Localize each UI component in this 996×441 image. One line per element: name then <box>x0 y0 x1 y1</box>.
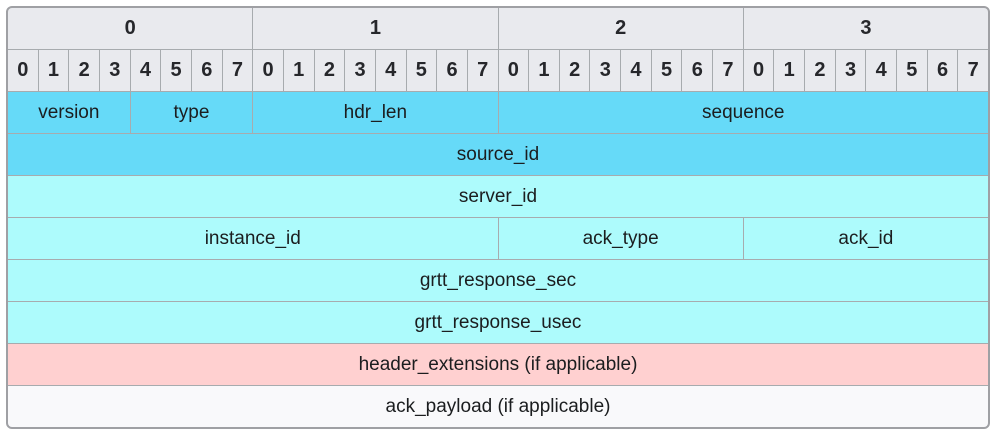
bit-header-byte3-bit2: 2 <box>805 50 835 91</box>
bit-header-byte1-bit4: 4 <box>375 50 406 91</box>
bit-header-byte2-bit5: 5 <box>651 50 682 91</box>
bit-header-byte2-bit2: 2 <box>559 50 590 91</box>
bit-header-byte2-bit6: 6 <box>682 50 713 91</box>
bit-header-byte2-bit7: 7 <box>713 50 743 91</box>
bit-header-byte1-bit3: 3 <box>345 50 375 91</box>
bit-header-byte1-bit5: 5 <box>406 50 437 91</box>
bit-header-byte1-bit6: 6 <box>437 50 467 91</box>
bit-header-byte2-bit1: 1 <box>529 50 559 91</box>
bit-header-byte3-bit7: 7 <box>958 50 988 91</box>
byte-header-1: 1 <box>253 8 498 49</box>
field-header-extensions: header_extensions (if applicable) <box>8 344 988 385</box>
field-instance-id: instance_id <box>8 218 498 259</box>
bit-header-byte0-bit0: 0 <box>8 50 38 91</box>
bit-header-byte0-bit4: 4 <box>130 50 161 91</box>
field-grtt-response-usec: grtt_response_usec <box>8 302 988 343</box>
byte-header-0: 0 <box>8 8 253 49</box>
bit-header-byte1-bit1: 1 <box>283 50 314 91</box>
bit-header-byte1-bit0: 0 <box>253 50 283 91</box>
bit-header-byte0-bit7: 7 <box>222 50 253 91</box>
bit-header-byte2-bit0: 0 <box>498 50 529 91</box>
bit-header-byte3-bit5: 5 <box>897 50 927 91</box>
field-server-id: server_id <box>8 176 988 217</box>
bit-header-byte3-bit6: 6 <box>927 50 958 91</box>
field-hdr-len: hdr_len <box>253 92 498 133</box>
field-sequence: sequence <box>498 92 988 133</box>
byte-header-2: 2 <box>498 8 743 49</box>
field-ack-type: ack_type <box>498 218 743 259</box>
bit-header-byte0-bit3: 3 <box>99 50 130 91</box>
field-grtt-response-sec: grtt_response_sec <box>8 260 988 301</box>
field-source-id: source_id <box>8 134 988 175</box>
field-version: version <box>8 92 130 133</box>
field-ack-id: ack_id <box>743 218 988 259</box>
bit-header-byte3-bit1: 1 <box>774 50 805 91</box>
field-type: type <box>130 92 253 133</box>
bit-header-byte1-bit2: 2 <box>314 50 345 91</box>
bit-header-byte0-bit2: 2 <box>69 50 99 91</box>
bit-header-byte3-bit4: 4 <box>866 50 897 91</box>
bit-header-byte0-bit1: 1 <box>38 50 69 91</box>
bit-header-byte0-bit6: 6 <box>191 50 222 91</box>
bit-header-byte3-bit0: 0 <box>743 50 774 91</box>
bit-header-byte2-bit3: 3 <box>590 50 621 91</box>
field-ack-payload: ack_payload (if applicable) <box>8 386 988 427</box>
bit-header-byte2-bit4: 4 <box>621 50 651 91</box>
bit-header-byte1-bit7: 7 <box>467 50 498 91</box>
bit-header-byte3-bit3: 3 <box>835 50 866 91</box>
bit-header-byte0-bit5: 5 <box>161 50 191 91</box>
byte-header-3: 3 <box>743 8 988 49</box>
